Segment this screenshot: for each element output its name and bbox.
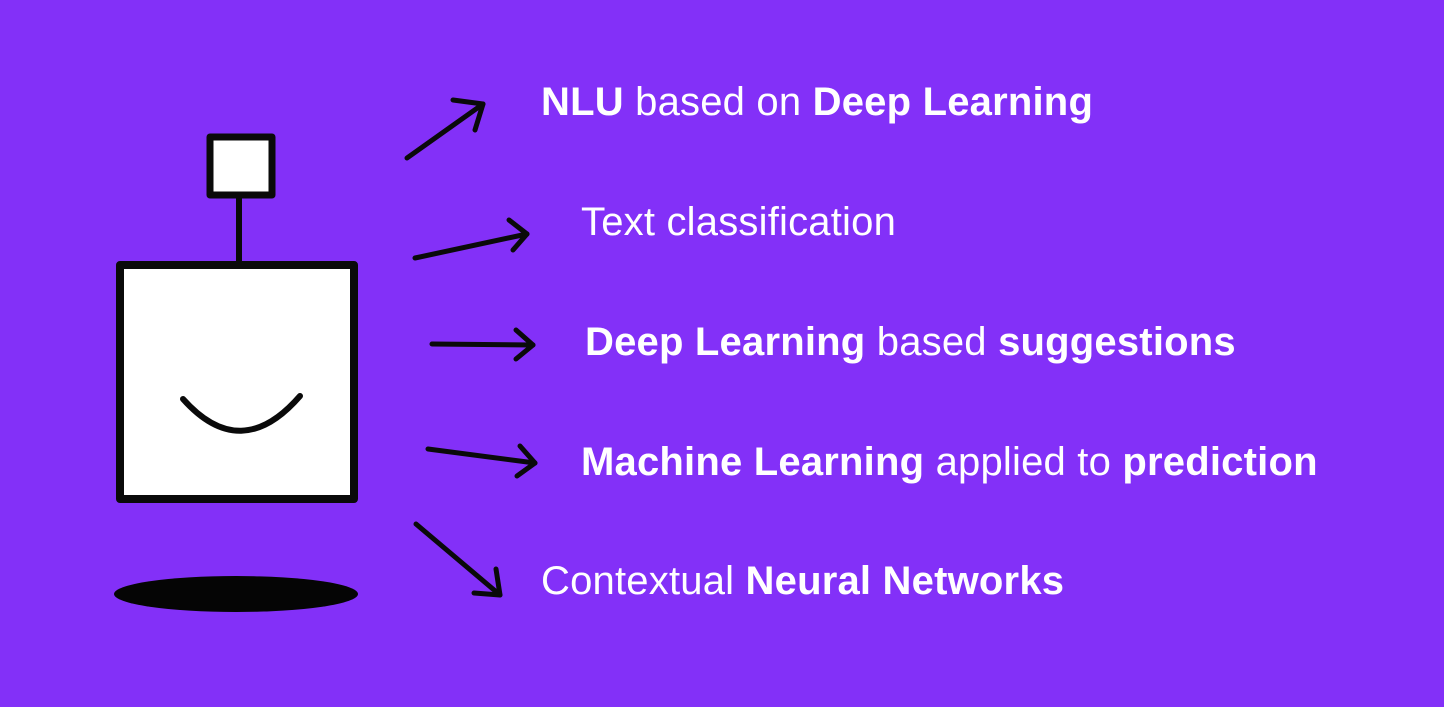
feature-text-bold: prediction [1122,440,1318,484]
feature-text: Contextual [541,559,746,603]
feature-label-prediction: Machine Learning applied to prediction [581,438,1318,486]
feature-text: Text classification [581,200,897,244]
feature-label-nlu: NLU based on Deep Learning [541,78,1093,126]
robot-smile [180,393,303,434]
feature-text-bold: Neural Networks [745,559,1065,603]
feature-text-bold: Deep Learning [585,320,866,364]
feature-text: applied to [924,440,1123,484]
feature-text-bold: suggestions [998,320,1236,364]
arrow-icon [425,443,538,479]
arrow-icon [413,521,503,598]
feature-label-suggestions: Deep Learning based suggestions [585,318,1236,366]
feature-text-bold: Deep Learning [812,80,1094,124]
robot-shadow [114,576,358,612]
arrow-icon [412,217,530,261]
feature-text-bold: Machine Learning [581,440,925,484]
feature-text-bold: NLU [541,80,624,124]
feature-text: based [865,320,999,364]
feature-label-neural-networks: Contextual Neural Networks [541,557,1064,605]
robot-body [116,261,358,503]
feature-label-text-classification: Text classification [581,198,896,246]
arrow-icon [404,97,486,161]
arrow-icon [429,327,536,362]
feature-text: based on [623,80,813,124]
